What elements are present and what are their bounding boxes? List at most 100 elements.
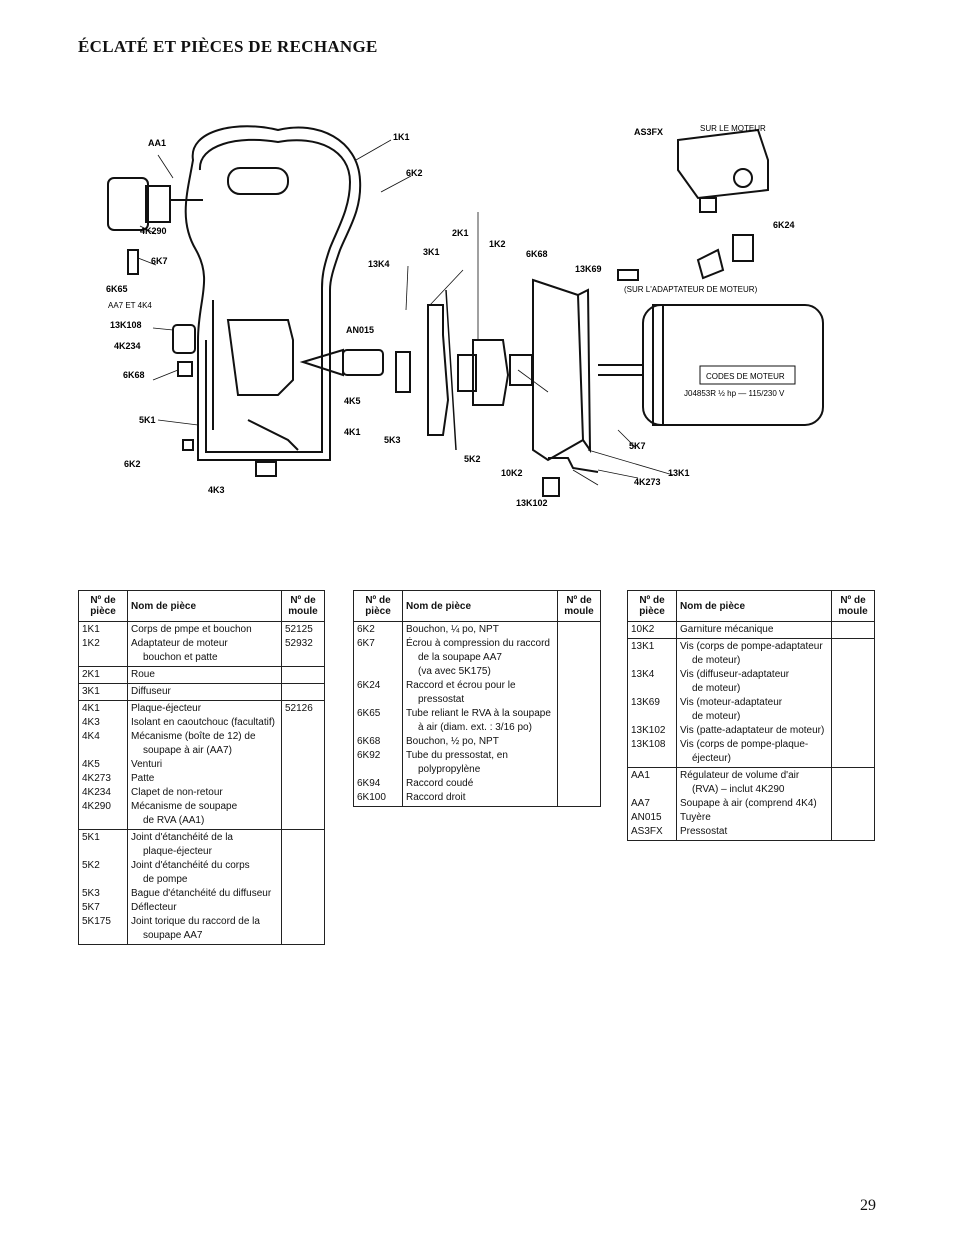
part-number-cell: 10K2	[627, 621, 677, 639]
table-row: 3K1 Diffuseur	[78, 683, 325, 701]
part-number-spacer	[631, 654, 673, 668]
mold-number	[835, 811, 871, 825]
mold-number-spacer	[561, 651, 597, 665]
part-name-line: Régulateur de volume d'air	[680, 770, 800, 781]
part-name-line: bouchon et patte	[143, 652, 218, 663]
mold-number	[285, 730, 321, 744]
label-codes-moteur: CODES DE MOTEUR	[706, 372, 785, 381]
part-name-line: (RVA) – inclut 4K290	[692, 784, 785, 795]
part-number: AS3FX	[631, 826, 663, 837]
header-name: Nom de pièce	[127, 590, 282, 622]
header-mold: Nº de moule	[831, 590, 875, 622]
page-title: ÉCLATÉ ET PIÈCES DE RECHANGE	[78, 37, 378, 56]
part-number: 10K2	[631, 624, 655, 635]
label-AA7-4K4: AA7 ET 4K4	[108, 301, 152, 310]
mold-number	[285, 772, 321, 786]
mold-number	[285, 800, 321, 814]
mold-number-spacer	[285, 814, 321, 828]
label-AS3FX: AS3FX	[634, 127, 663, 137]
mold-number	[561, 749, 597, 763]
header-no: Nº de pièce	[353, 590, 403, 622]
mold-number	[285, 668, 321, 682]
label-6K65: 6K65	[106, 284, 128, 294]
header-no: Nº de pièce	[78, 590, 128, 622]
part-number: 1K2	[82, 638, 100, 649]
mold-number	[285, 786, 321, 800]
part-number: 6K7	[357, 638, 375, 649]
exploded-view-diagram: AA1 1K1 6K2 4K290 6K7 6K65 AA7 ET 4K4 13…	[106, 124, 824, 508]
page-number: 29	[860, 1197, 876, 1214]
label-4K5: 4K5	[344, 396, 361, 406]
part-number: 6K24	[357, 680, 381, 691]
mold-number-spacer	[285, 845, 321, 859]
mold-number-spacer	[835, 682, 871, 696]
part-name-line: Joint d'étanchéité du corps	[131, 860, 250, 871]
part-number-spacer	[631, 710, 673, 724]
part-name-line: de pompe	[143, 874, 188, 885]
part-number: 13K102	[631, 725, 666, 736]
mold-number: 52125	[285, 624, 313, 635]
part-number-spacer	[82, 814, 124, 828]
part-number: 13K69	[631, 697, 660, 708]
mold-number	[561, 777, 597, 791]
part-number-spacer	[357, 721, 399, 735]
part-number: 1K1	[82, 624, 100, 635]
part-name-line: Raccord et écrou pour le	[406, 680, 516, 691]
part-number-spacer	[82, 845, 124, 859]
part-name-line: Tube du pressostat, en	[406, 750, 508, 761]
part-number: 4K3	[82, 717, 100, 728]
label-4K234: 4K234	[114, 341, 141, 351]
label-4K3: 4K3	[208, 485, 225, 495]
mold-number	[835, 668, 871, 682]
mold-number-spacer	[561, 721, 597, 735]
part-name-line: pressostat	[418, 694, 465, 705]
part-name-line: Vis (diffuseur-adaptateur	[680, 669, 790, 680]
part-number: 6K65	[357, 708, 381, 719]
mold-number	[561, 707, 597, 721]
part-name-line: Vis (corps de pompe-plaque-	[680, 739, 809, 750]
mold-number-cell	[831, 621, 875, 639]
mold-number	[835, 696, 871, 710]
mold-number	[561, 679, 597, 693]
label-13K69: 13K69	[575, 264, 602, 274]
part-number: 4K1	[82, 703, 100, 714]
mold-number-cell	[557, 621, 601, 807]
mold-number-spacer	[561, 693, 597, 707]
part-name-line: Diffuseur	[131, 686, 171, 697]
part-name-line: soupape à air (AA7)	[143, 745, 232, 756]
part-number: 3K1	[82, 686, 100, 697]
part-name-line: Bague d'étanchéité du diffuseur	[131, 888, 272, 899]
part-number: 5K1	[82, 832, 100, 843]
part-number-spacer	[82, 929, 124, 943]
part-name-line: Raccord coudé	[406, 778, 474, 789]
mold-number	[285, 831, 321, 845]
part-name-line: de la soupape AA7	[418, 652, 502, 663]
label-13K1: 13K1	[668, 468, 690, 478]
label-3K1: 3K1	[423, 247, 440, 257]
label-13K108: 13K108	[110, 320, 142, 330]
part-number: AN015	[631, 812, 662, 823]
part-number-spacer	[357, 665, 399, 679]
part-number-spacer	[82, 744, 124, 758]
mold-number-spacer	[285, 651, 321, 665]
part-number-spacer	[631, 752, 673, 766]
mold-number	[285, 685, 321, 699]
part-name-cell: Garniture mécanique	[676, 621, 832, 639]
label-5K2: 5K2	[464, 454, 481, 464]
table-row: 10K2 Garniture mécanique	[627, 621, 875, 639]
part-number: 2K1	[82, 669, 100, 680]
part-number-spacer	[82, 873, 124, 887]
mold-number-spacer	[285, 873, 321, 887]
label-4K290: 4K290	[140, 226, 167, 236]
part-name-line: Plaque-éjecteur	[131, 703, 202, 714]
part-name-line: Tuyère	[680, 812, 711, 823]
part-number: 4K290	[82, 801, 111, 812]
